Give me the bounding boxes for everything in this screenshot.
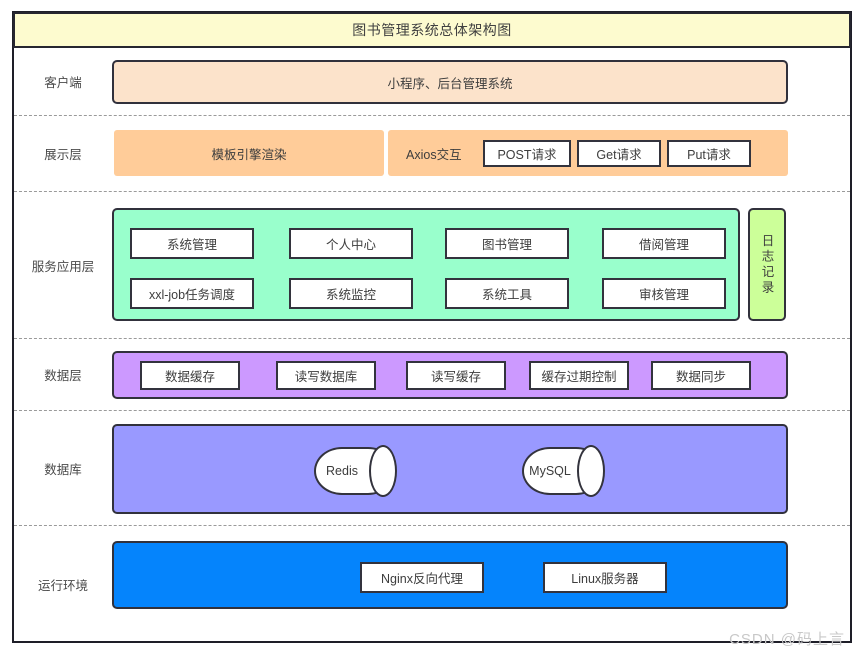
chip-read-write-db[interactable]: 读写数据库 [276,361,376,390]
layer-presentation: 展示层 模板引擎渲染 Axios交互 POST请求 Get请求 Put请求 [14,116,850,192]
layer-label-client: 客户端 [44,76,82,90]
chip-put-request[interactable]: Put请求 [667,140,751,167]
cylinder-mysql-label: MySQL [529,464,571,478]
layer-label-service: 服务应用层 [31,259,95,274]
layer-label-database: 数据库 [44,462,82,477]
cylinder-mysql[interactable]: MySQL [522,445,605,497]
cylinder-redis[interactable]: Redis [314,445,397,497]
chip-nginx-proxy[interactable]: Nginx反向代理 [360,562,484,593]
chip-data-cache[interactable]: 数据缓存 [140,361,240,390]
layer-label-data: 数据层 [44,369,82,383]
axios-label: Axios交互 [406,147,462,162]
chip-xxljob-scheduler[interactable]: xxl-job任务调度 [130,278,254,309]
template-engine-band: 模板引擎渲染 [114,130,384,176]
layer-client: 客户端 小程序、后台管理系统 [14,48,850,116]
chip-cache-expiry-control[interactable]: 缓存过期控制 [529,361,629,390]
chip-system-monitor[interactable]: 系统监控 [289,278,413,309]
chip-post-request[interactable]: POST请求 [483,140,571,167]
log-record-box[interactable]: 日志记录 [748,208,786,321]
layer-runtime: 运行环境 Nginx反向代理 Linux服务器 [14,526,850,642]
chip-linux-server[interactable]: Linux服务器 [543,562,667,593]
chip-read-write-cache[interactable]: 读写缓存 [406,361,506,390]
chip-system-tools[interactable]: 系统工具 [445,278,569,309]
chip-personal-center[interactable]: 个人中心 [289,228,413,259]
chip-get-request[interactable]: Get请求 [577,140,661,167]
chip-system-management[interactable]: 系统管理 [130,228,254,259]
diagram-frame [12,11,852,643]
client-band: 小程序、后台管理系统 [112,60,788,104]
database-band [112,424,788,514]
layer-data: 数据层 数据缓存 读写数据库 读写缓存 缓存过期控制 数据同步 [14,339,850,411]
layer-label-presentation: 展示层 [44,148,82,162]
chip-data-sync[interactable]: 数据同步 [651,361,751,390]
client-band-label: 小程序、后台管理系统 [387,76,513,91]
layer-service: 服务应用层 系统管理 个人中心 图书管理 借阅管理 xxl-job任务调度 系统… [14,192,850,339]
template-engine-label: 模板引擎渲染 [211,147,287,162]
cylinder-mysql-cap [577,445,605,497]
layer-label-runtime: 运行环境 [37,578,88,593]
chip-audit-management[interactable]: 审核管理 [602,278,726,309]
log-record-label: 日志记录 [759,233,774,296]
chip-borrow-management[interactable]: 借阅管理 [602,228,726,259]
watermark: CSDN @码上言 [729,631,845,648]
diagram-title: 图书管理系统总体架构图 [13,12,851,48]
layer-database: 数据库 Redis MySQL [14,411,850,526]
cylinder-redis-cap [369,445,397,497]
chip-book-management[interactable]: 图书管理 [445,228,569,259]
cylinder-redis-label: Redis [326,464,358,478]
